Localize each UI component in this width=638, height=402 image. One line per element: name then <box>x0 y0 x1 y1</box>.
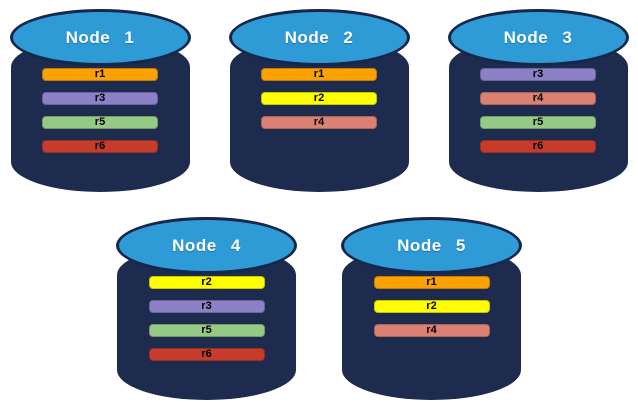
database-node-2: Node 2 r1 r2 r4 <box>228 9 410 192</box>
replica-bar-r6: r6 <box>148 348 265 361</box>
replica-bar-r3: r3 <box>42 92 158 105</box>
node-label: Node 4 <box>172 235 241 255</box>
replica-bar-r4: r4 <box>480 92 596 105</box>
replica-list: r1 r3 r5 r6 <box>10 68 191 153</box>
replica-bar-r4: r4 <box>373 324 490 337</box>
database-node-3: Node 3 r3 r4 r5 r6 <box>447 9 629 192</box>
replica-bar-r3: r3 <box>148 300 265 313</box>
replica-list: r2 r3 r5 r6 <box>116 276 297 361</box>
replica-bar-r2: r2 <box>261 92 377 105</box>
replica-bar-r5: r5 <box>42 116 158 129</box>
node-label: Node 2 <box>284 27 354 47</box>
node-row-bottom: Node 4 r2 r3 r5 r6 Node 5 r1 r2 r4 <box>0 217 638 400</box>
cylinder-top: Node 2 <box>228 9 410 66</box>
replica-bar-r2: r2 <box>373 300 490 313</box>
database-node-5: Node 5 r1 r2 r4 <box>341 217 522 400</box>
replica-bar-r2: r2 <box>148 276 265 289</box>
cylinder-top: Node 1 <box>9 9 191 66</box>
replica-bar-r3: r3 <box>480 68 596 81</box>
replica-bar-r1: r1 <box>373 276 490 289</box>
replica-bar-r1: r1 <box>261 68 377 81</box>
database-node-4: Node 4 r2 r3 r5 r6 <box>116 217 297 400</box>
cylinder-top: Node 5 <box>341 217 522 274</box>
node-label: Node 5 <box>397 235 466 255</box>
database-node-1: Node 1 r1 r3 r5 r6 <box>9 9 191 192</box>
replica-bar-r4: r4 <box>261 116 377 129</box>
replica-bar-r6: r6 <box>480 140 596 153</box>
replica-bar-r1: r1 <box>42 68 158 81</box>
replica-bar-r5: r5 <box>148 324 265 337</box>
replica-bar-r5: r5 <box>480 116 596 129</box>
replica-list: r3 r4 r5 r6 <box>448 68 629 153</box>
replica-list: r1 r2 r4 <box>229 68 410 129</box>
cylinder-top: Node 4 <box>116 217 297 274</box>
replica-bar-r6: r6 <box>42 140 158 153</box>
replica-list: r1 r2 r4 <box>341 276 522 337</box>
node-label: Node 1 <box>65 27 135 47</box>
cylinder-top: Node 3 <box>447 9 629 66</box>
node-label: Node 3 <box>503 27 573 47</box>
